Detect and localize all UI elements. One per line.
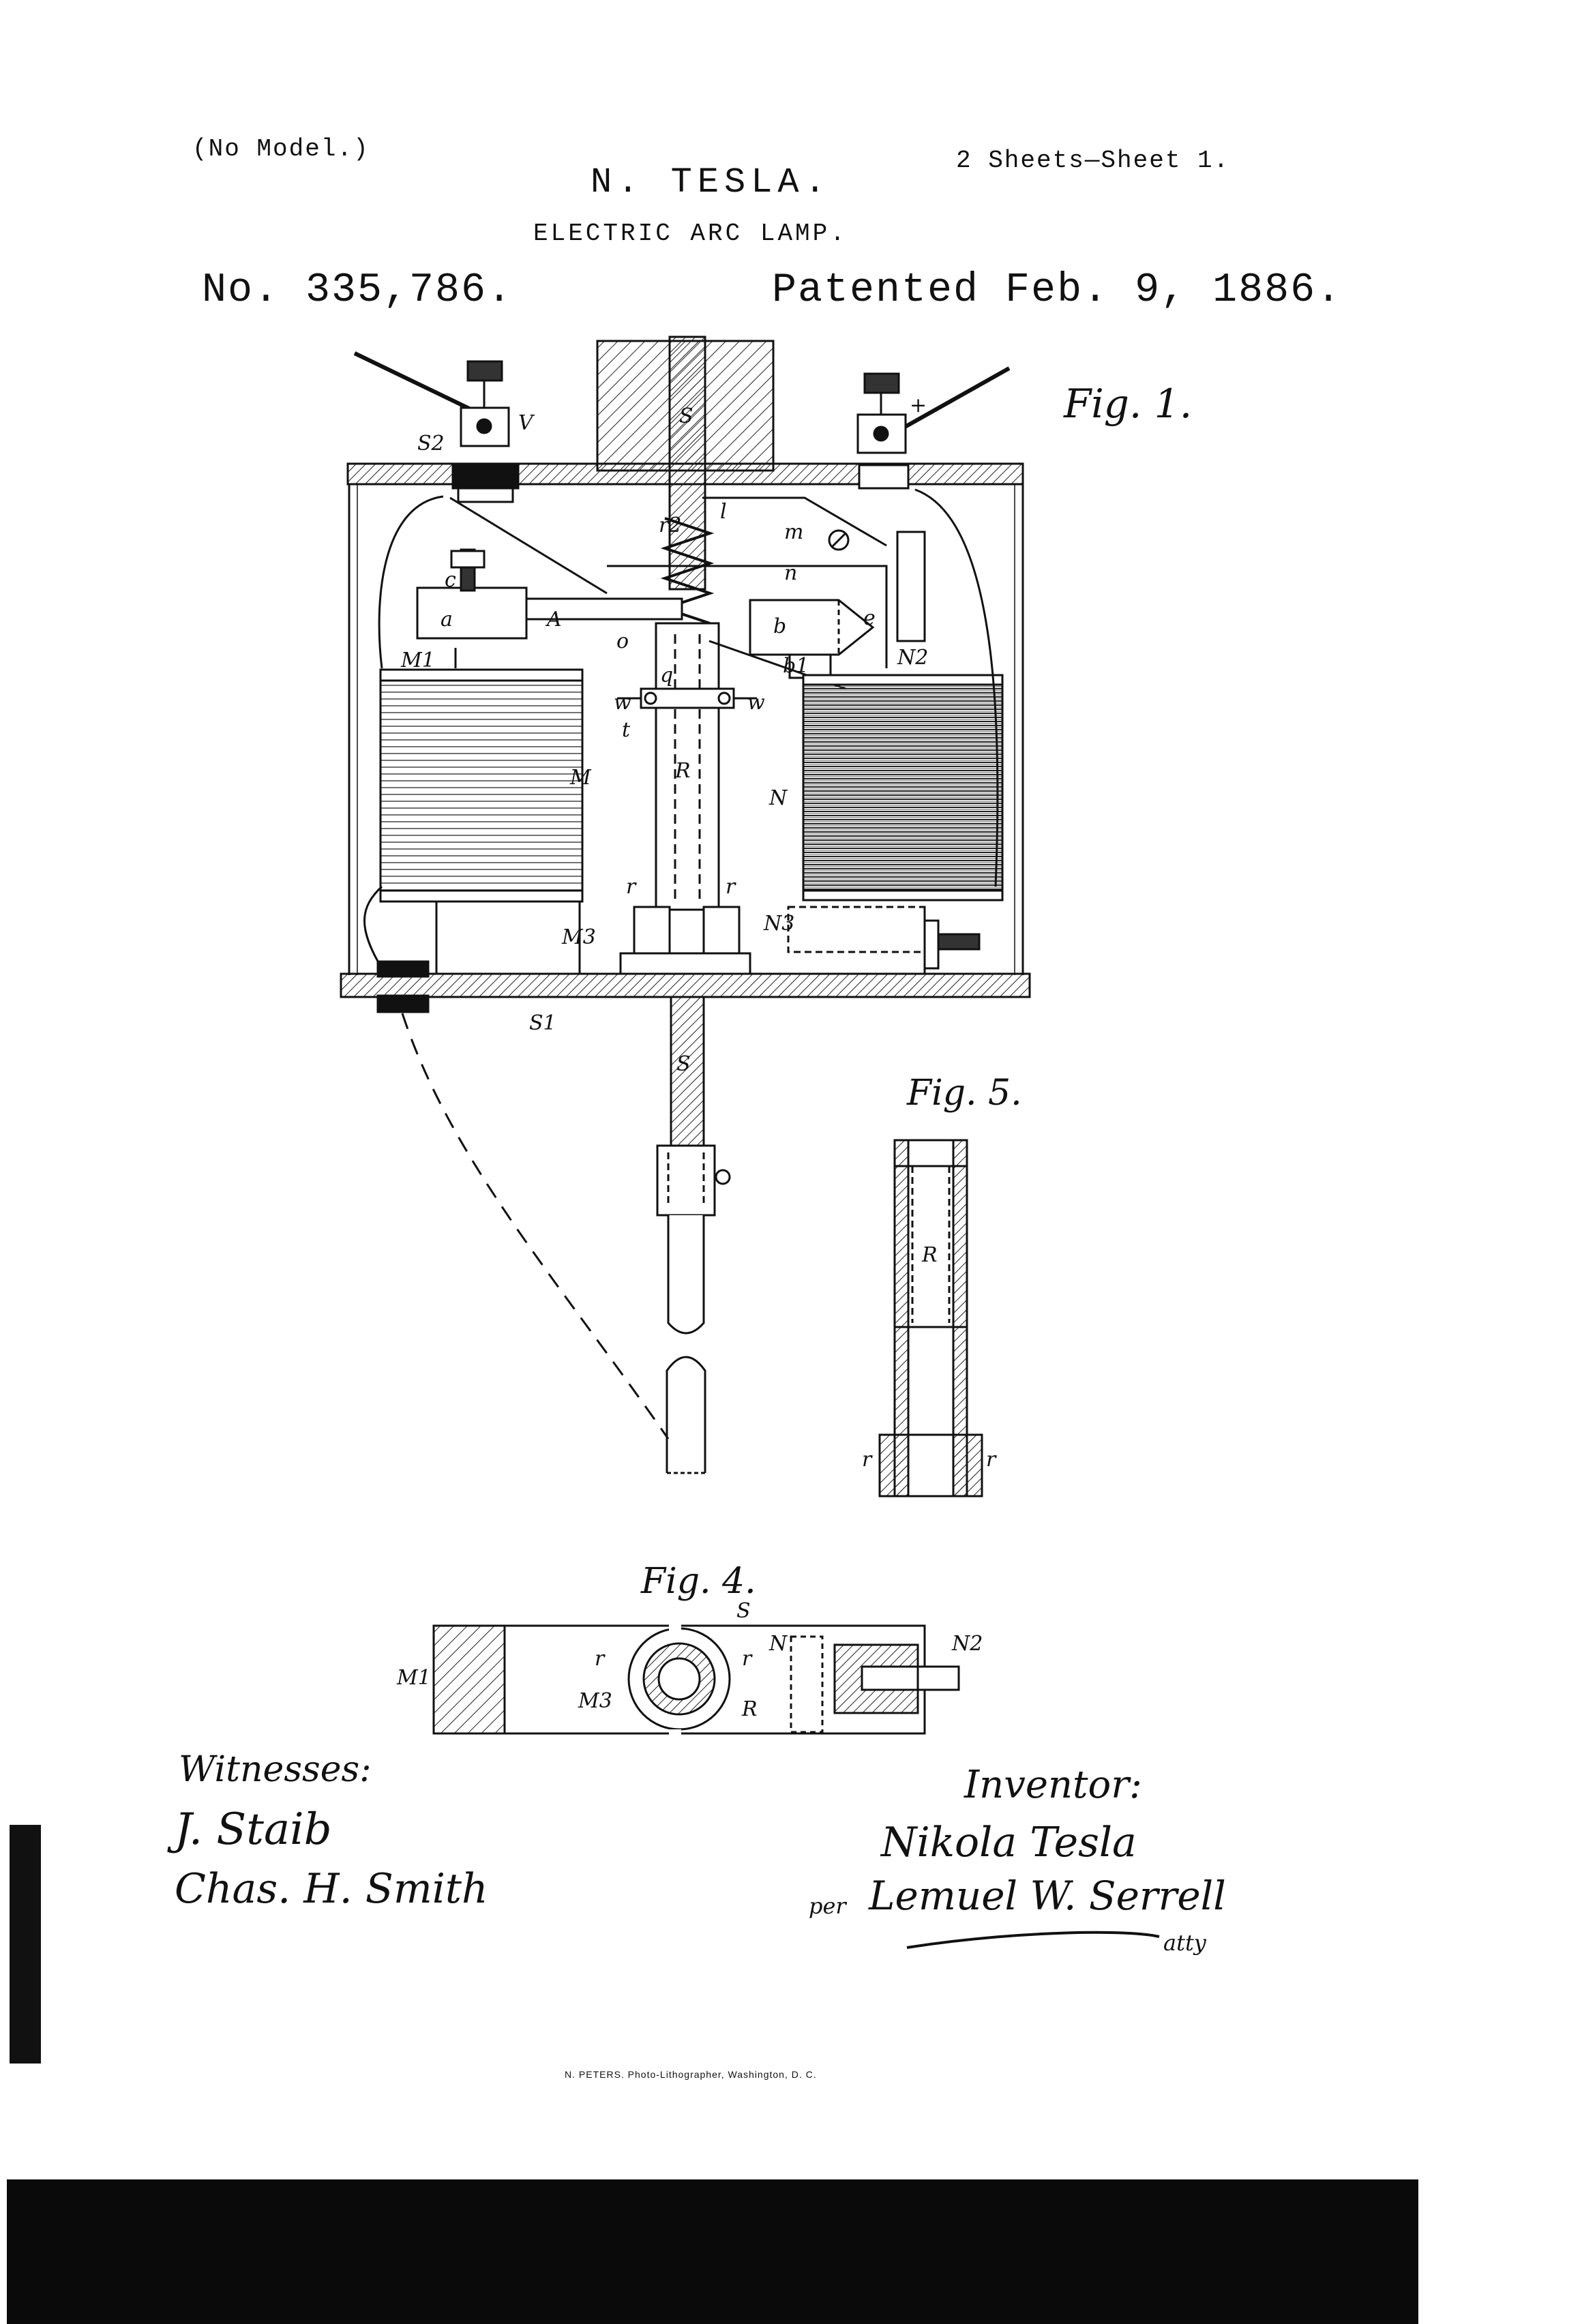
patent-date: Patented Feb. 9, 1886. (772, 267, 1343, 314)
signature-block: Witnesses: J. Staib Chas. H. Smith Inven… (167, 1749, 1226, 1956)
adjusting-screw (937, 933, 981, 951)
figure-4 (432, 1623, 960, 1735)
reference-label: t (622, 718, 631, 742)
figure-5-labels: Fig. 5. R r r (862, 1073, 1022, 1472)
reference-label: m (784, 520, 803, 544)
reference-label: N (768, 786, 788, 810)
reference-label: e (863, 606, 876, 630)
reference-label: r (742, 1647, 753, 1671)
reference-label: l (720, 500, 727, 524)
printer-imprint: N. PETERS. Photo-Lithographer, Washingto… (565, 2069, 817, 2080)
reference-label: r (986, 1448, 997, 1472)
reference-label: r (726, 875, 736, 899)
reference-label: M (569, 766, 592, 790)
figure-1 (340, 336, 1031, 1474)
reference-label: M1 (396, 1666, 431, 1690)
patent-number: No. 335,786. (202, 267, 513, 314)
witness-1-signature: J. Staib (167, 1804, 332, 1855)
reference-label: q (660, 664, 673, 687)
atty-label: atty (1163, 1930, 1207, 1956)
reference-label: b1 (783, 654, 809, 678)
figure-5 (878, 1139, 983, 1498)
reference-label: R (741, 1697, 758, 1721)
model-note: (No Model.) (192, 135, 370, 163)
block-b (749, 599, 875, 656)
left-terminal-screw (466, 360, 503, 382)
fig5-caption: Fig. 5. (906, 1073, 1022, 1114)
reference-label: S2 (417, 432, 445, 456)
reference-label: r (595, 1647, 606, 1671)
figure-4-labels: Fig. 4. M1 r S r N N2 M3 R (396, 1561, 983, 1721)
reference-label: A (545, 608, 562, 631)
carbon-holder (656, 1144, 716, 1217)
reference-label: R (674, 759, 691, 783)
reference-label: w (747, 691, 765, 715)
reference-label: a (441, 608, 453, 631)
upper-carbon (667, 1215, 705, 1335)
reference-label: r (862, 1448, 873, 1472)
coil-M (379, 668, 584, 903)
tube-R (655, 622, 720, 911)
witnesses-label: Witnesses: (179, 1749, 372, 1790)
armature-a (416, 586, 528, 640)
inventor-heading: N. TESLA. (591, 162, 831, 203)
casing-bottom-plate (340, 972, 1031, 998)
clamp-collar-w (640, 687, 735, 709)
sheet-count: 2 Sheets—Sheet 1. (956, 147, 1230, 175)
rod-S-upper (668, 336, 706, 591)
scan-margin-mark (10, 1825, 41, 2064)
reference-label: o (616, 629, 629, 653)
reference-label: V (518, 411, 535, 435)
reference-label: S (679, 404, 693, 428)
lower-carbon (666, 1356, 706, 1473)
coil-N (802, 674, 1004, 900)
reference-label: N3 (763, 912, 794, 936)
left-insulator (451, 464, 520, 490)
inventor-signature: Nikola Tesla (880, 1819, 1137, 1866)
reference-label: N (768, 1632, 788, 1656)
attorney-signature: Lemuel W. Serrell (868, 1873, 1226, 1919)
witness-2-signature: Chas. H. Smith (175, 1865, 488, 1913)
reference-label: n (784, 561, 797, 585)
reference-label: S1 (529, 1011, 556, 1035)
reference-label: M3 (578, 1689, 612, 1713)
fig1-caption: Fig. 1. (1063, 381, 1192, 427)
reference-label: w (614, 691, 631, 715)
reference-label: M3 (561, 925, 596, 949)
reference-label: S (676, 1052, 691, 1076)
patent-title: ELECTRIC ARC LAMP. (533, 220, 848, 248)
reference-label: c (445, 568, 456, 592)
figure-1-labels: Fig. 1. S2 V S + r2 l m n c a A o b e q … (400, 381, 1192, 1076)
scan-bottom-band (7, 2179, 1418, 2324)
inventor-label: Inventor: (964, 1763, 1142, 1807)
reference-label: r (626, 875, 637, 899)
right-terminal-screw (863, 372, 900, 394)
reference-label: R (921, 1243, 938, 1267)
per-label: per (809, 1893, 847, 1919)
reference-label: b (773, 614, 786, 638)
reference-label: N2 (951, 1632, 983, 1656)
reference-label: S (736, 1599, 751, 1623)
reference-label: N2 (897, 646, 928, 670)
reference-label: M1 (400, 649, 435, 672)
reference-label: r2 (659, 513, 681, 537)
fig4-caption: Fig. 4. (640, 1561, 756, 1602)
dashed-lead (401, 1013, 670, 1440)
reference-label: + (910, 393, 927, 417)
